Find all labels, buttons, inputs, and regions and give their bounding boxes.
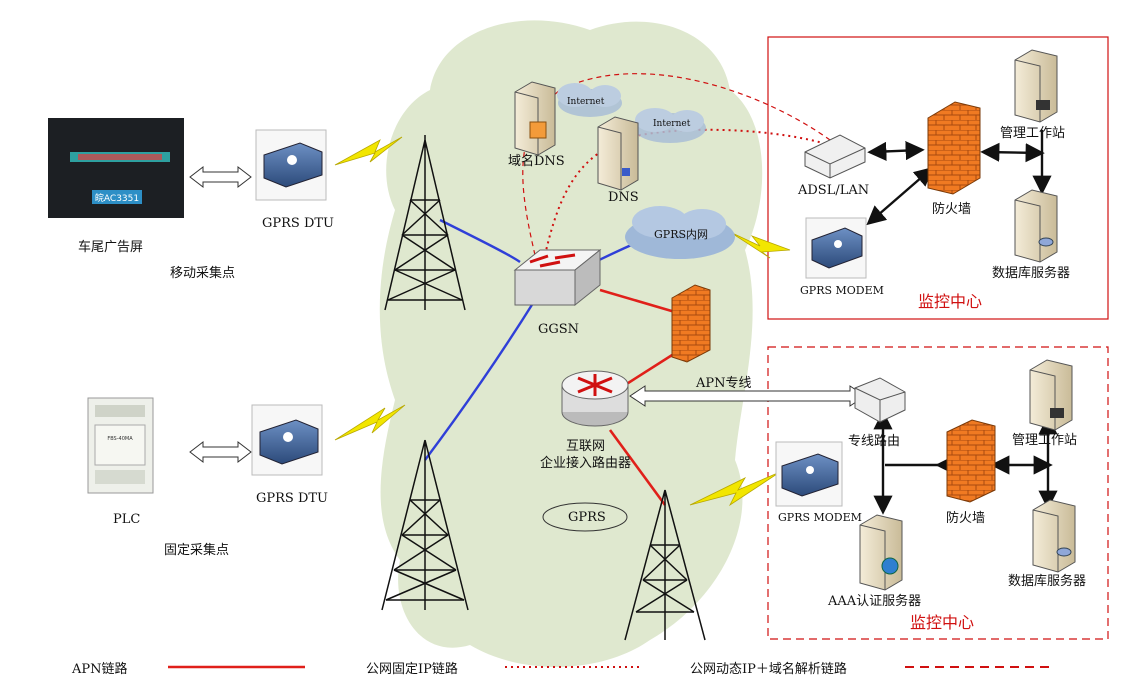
firewall-bottom-label: 防火墙 — [946, 511, 986, 526]
internet-cloud-icon-2 — [634, 108, 706, 143]
adsl-modem-icon — [804, 134, 866, 179]
apn-line-label: APN专线 — [696, 376, 752, 391]
monitor-bottom-label: 监控中心 — [910, 613, 975, 632]
tower2-ggsn-link — [424, 299, 537, 461]
screen-dtu-arrow — [189, 165, 252, 189]
firewall-icon-apn — [671, 284, 711, 363]
firewall-icon-bottom — [946, 419, 996, 503]
plc-brand-text: FBS-40MA — [107, 436, 133, 442]
dtu2-label: GPRS DTU — [256, 491, 329, 506]
tower1-ggsn-link — [439, 218, 521, 263]
mobile-point-label: 移动采集点 — [170, 266, 236, 281]
db-bottom-label: 数据库服务器 — [1008, 574, 1087, 589]
legend-dynamic-ip-label: 公网动态IP＋域名解析链路 — [690, 662, 847, 677]
leased-router-icon — [854, 377, 906, 423]
database-server-icon-top — [1014, 189, 1058, 263]
workstation-bottom-label: 管理工作站 — [1012, 433, 1078, 448]
domain-dns-label: 域名DNS — [508, 154, 565, 169]
enterprise-router-label: 互联网 企业接入路由器 — [540, 439, 632, 471]
ggsn-switch-icon — [513, 248, 602, 307]
enterprise-router-icon — [561, 370, 629, 427]
adsl-label: ADSL/LAN — [798, 183, 870, 198]
ggsn-label: GGSN — [538, 322, 580, 337]
gprs-network-cloud — [379, 20, 763, 667]
gprs-label: GPRS — [568, 510, 606, 525]
gprs-dtu-icon-2 — [251, 404, 323, 476]
radio-tower-icon-1 — [384, 135, 466, 311]
monitor-center-bottom-box — [767, 346, 1109, 640]
rear-screen-photo: 皖AC3351 — [48, 118, 184, 218]
workstation-top-label: 管理工作站 — [1000, 126, 1066, 141]
internet-cloud-icon-1 — [557, 83, 622, 117]
router-tower3-apn — [608, 429, 667, 506]
dns-label: DNS — [608, 190, 639, 205]
aaa-server-icon — [859, 514, 903, 591]
monitor-top-label: 监控中心 — [918, 292, 983, 311]
gprs-intranet-label: GPRS内网 — [654, 228, 709, 241]
firewall-router-apn — [624, 348, 681, 387]
fixed-point-label: 固定采集点 — [164, 543, 230, 558]
gprs-modem-icon-bottom — [775, 441, 843, 507]
gprs-intranet-cloud-icon — [625, 206, 735, 259]
gprs-dtu-icon-1 — [255, 129, 327, 201]
lightning-icon-4 — [729, 231, 791, 259]
firewall-icon-top — [927, 101, 981, 195]
database-server-icon-bottom — [1032, 499, 1076, 573]
workstation-server-icon-bottom — [1029, 359, 1073, 431]
gprs-ellipse — [542, 502, 628, 532]
modem-bottom-label: GPRS MODEM — [778, 511, 862, 524]
db-top-label: 数据库服务器 — [992, 266, 1071, 281]
license-plate-text: 皖AC3351 — [95, 192, 139, 204]
rear-screen-label: 车尾广告屏 — [78, 240, 144, 255]
plc-dtu-arrow — [189, 440, 252, 464]
gprs-modem-icon-top — [805, 217, 867, 279]
dns-server-icon — [597, 116, 639, 191]
radio-tower-icon-2 — [381, 439, 469, 611]
internet2-label: Internet — [653, 119, 691, 129]
domain-dns-server-icon — [514, 81, 556, 156]
internet1-label: Internet — [567, 97, 605, 107]
lightning-icon-1 — [334, 136, 403, 166]
firewall-top-label: 防火墙 — [932, 202, 972, 217]
legend-fixed-ip-label: 公网固定IP链路 — [366, 662, 458, 677]
aaa-label: AAA认证服务器 — [828, 594, 922, 609]
dtu1-label: GPRS DTU — [262, 216, 335, 231]
plc-photo: FBS-40MA — [87, 397, 154, 494]
monitor-center-top-box — [767, 36, 1109, 320]
lightning-icon-2 — [334, 404, 406, 441]
modem-top-label: GPRS MODEM — [800, 284, 884, 297]
workstation-server-icon-top — [1014, 49, 1058, 123]
ggsn-firewall-apn — [599, 288, 676, 314]
radio-tower-icon-3 — [624, 489, 706, 641]
plc-label: PLC — [113, 512, 141, 527]
leased-router-label: 专线路由 — [848, 434, 901, 449]
legend-apn-label: APN链路 — [72, 662, 128, 677]
